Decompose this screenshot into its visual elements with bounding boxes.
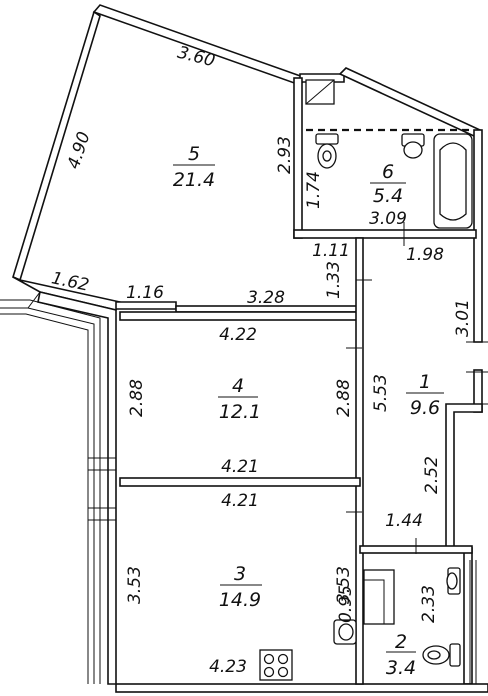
dim-2-93: 2.93 xyxy=(275,136,295,174)
room-5-label: 5 21.4 xyxy=(173,143,215,191)
dim-3-53-left: 3.53 xyxy=(125,566,145,604)
wall-room4-room3 xyxy=(119,477,361,487)
room-1-area: 9.6 xyxy=(410,397,440,419)
dim-2-33: 2.33 xyxy=(419,585,439,623)
wall-room5-bottom-right xyxy=(115,301,177,310)
toilet-icon xyxy=(315,133,339,169)
dim-3-01: 3.01 xyxy=(453,299,473,337)
dim-3-53-right: 3.53 xyxy=(334,566,354,604)
wall-bath-bottom xyxy=(293,229,477,239)
dim-0-95: 0.95 xyxy=(336,585,356,623)
room-5-number: 5 xyxy=(188,143,200,165)
room-6-label: 6 5.4 xyxy=(370,161,406,207)
room-6-number: 6 xyxy=(382,161,394,183)
dim-4-90: 4.90 xyxy=(64,129,95,171)
room-1-number: 1 xyxy=(419,371,431,393)
dim-5-53: 5.53 xyxy=(371,374,391,412)
wall-bath-top-diagonal xyxy=(338,67,482,137)
wall-left-column xyxy=(37,291,117,685)
door-marks xyxy=(346,222,488,554)
dim-2-88-right: 2.88 xyxy=(334,379,354,417)
room-6-area: 5.4 xyxy=(373,185,403,207)
dim-4-23: 4.23 xyxy=(209,657,247,677)
kitchen-fixtures xyxy=(259,619,357,681)
kitchen-sink-icon xyxy=(333,619,357,645)
dim-2-88-left: 2.88 xyxy=(127,379,147,417)
wall-right-lower xyxy=(463,547,473,685)
dim-3-09: 3.09 xyxy=(369,209,407,229)
dim-2-52: 2.52 xyxy=(422,456,442,494)
dim-1-33: 1.33 xyxy=(324,261,344,299)
dim-1-11: 1.11 xyxy=(312,241,350,261)
room-5-area: 21.4 xyxy=(173,169,215,191)
dim-4-21-a: 4.21 xyxy=(221,457,259,477)
wall-room4-top xyxy=(119,311,361,321)
room-4-area: 12.1 xyxy=(219,401,261,423)
wc-fixtures xyxy=(363,567,461,667)
stove-icon xyxy=(259,649,293,681)
wall-bottom xyxy=(115,683,488,693)
room-2-label: 2 3.4 xyxy=(386,631,416,679)
dim-4-22: 4.22 xyxy=(219,325,257,345)
room-4-label: 4 12.1 xyxy=(218,375,261,423)
wall-corridor-left xyxy=(355,237,364,685)
dim-1-74: 1.74 xyxy=(304,171,324,209)
dim-4-21-b: 4.21 xyxy=(221,491,259,511)
dimension-labels: 3.60 4.90 2.93 1.74 3.09 1.11 1.98 1.33 … xyxy=(50,43,473,677)
room-3-area: 14.9 xyxy=(219,589,261,611)
room-1-label: 1 9.6 xyxy=(406,371,444,419)
walls xyxy=(12,4,488,693)
wall-room5-top xyxy=(92,4,308,86)
sink-icon xyxy=(401,133,425,159)
wc-shaft-icon xyxy=(363,569,395,625)
room-3-label: 3 14.9 xyxy=(219,563,262,611)
left-window-frames xyxy=(0,291,477,684)
wc-sink-icon xyxy=(446,567,461,595)
dim-1-44: 1.44 xyxy=(385,511,423,531)
room-2-area: 3.4 xyxy=(386,657,416,679)
room-2-number: 2 xyxy=(395,631,407,653)
wall-bath-left xyxy=(293,77,303,239)
bathroom-fixtures xyxy=(305,79,474,229)
wall-right-step xyxy=(445,403,483,549)
dim-1-16: 1.16 xyxy=(126,283,164,303)
room-4-number: 4 xyxy=(232,375,244,397)
room-3-number: 3 xyxy=(234,563,246,585)
room-labels: 5 21.4 6 5.4 4 12.1 1 9.6 3 14.9 2 3.4 xyxy=(173,143,444,679)
wc-toilet-icon xyxy=(422,643,461,667)
dim-3-28: 3.28 xyxy=(247,288,285,308)
dim-1-98: 1.98 xyxy=(406,245,444,265)
bathtub-icon xyxy=(433,133,473,229)
